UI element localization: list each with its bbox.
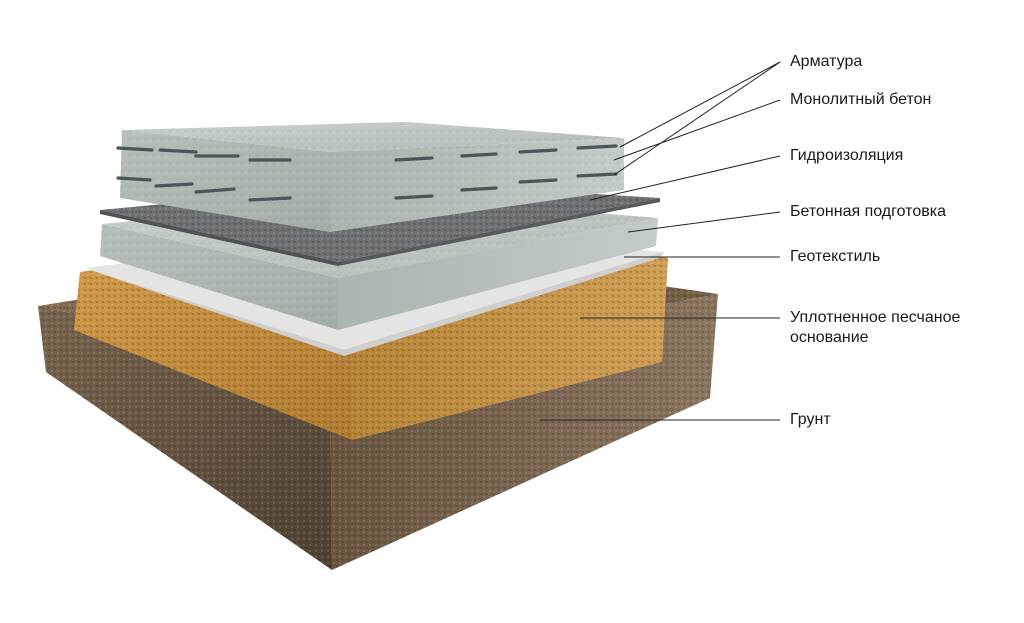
label-sand-base-line1: Уплотненное песчаное	[790, 309, 961, 326]
label-sand-base: Уплотненное песчаное основание	[790, 308, 1020, 348]
rebar-stubs	[116, 144, 618, 202]
label-soil: Грунт	[790, 411, 831, 428]
label-waterproofing: Гидроизоляция	[790, 147, 904, 164]
label-geotextile: Геотекстиль	[790, 248, 881, 265]
leader-lines	[540, 61, 781, 421]
monolithic-concrete-slab	[120, 122, 624, 232]
label-reinforcement: Арматура	[790, 53, 863, 70]
label-concrete-preparation: Бетонная подготовка	[790, 203, 946, 220]
label-monolithic-concrete: Монолитный бетон	[790, 91, 932, 108]
label-sand-base-line2: основание	[790, 329, 869, 346]
